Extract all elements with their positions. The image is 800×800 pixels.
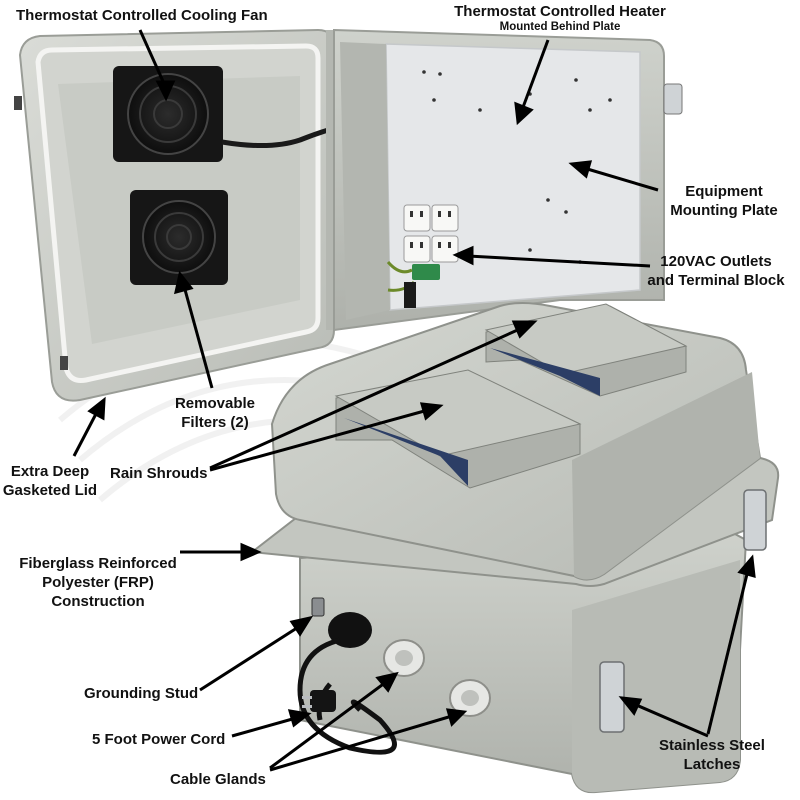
label-latches-1: Stainless Steel (659, 737, 765, 754)
label-filters-1: Removable (174, 395, 256, 412)
removable-filter (130, 190, 228, 285)
label-frp-1: Fiberglass Reinforced (19, 555, 177, 572)
terminal-block (412, 264, 440, 280)
label-frp-2: Polyester (FRP) (42, 574, 154, 591)
cooling-fan (113, 66, 223, 162)
closed-enclosure (249, 302, 780, 794)
lid-latch-left-2 (60, 356, 68, 370)
label-latches: Stainless Steel Latches (650, 736, 774, 774)
label-heater: Thermostat Controlled Heater Mounted Beh… (440, 2, 680, 34)
label-equipment-plate: Equipment Mounting Plate (660, 182, 788, 220)
rain-shroud-front (334, 369, 582, 489)
label-lid: Extra Deep Gasketed Lid (2, 462, 98, 500)
open-body (333, 28, 665, 332)
mount-plate-holes (422, 70, 612, 264)
label-frp: Fiberglass Reinforced Polyester (FRP) Co… (12, 554, 184, 611)
label-equipment-plate-2: Mounting Plate (670, 202, 778, 219)
label-heater-sub: Mounted Behind Plate (499, 21, 621, 33)
label-frp-3: Construction (51, 593, 145, 610)
label-outlets-2: and Terminal Block (647, 272, 785, 289)
label-cable-glands: Cable Glands (170, 771, 266, 788)
outlets (403, 204, 459, 263)
lid-latch-left (14, 96, 22, 110)
label-latches-2: Latches (683, 756, 741, 773)
cord-grommet (404, 282, 416, 308)
label-cooling-fan: Thermostat Controlled Cooling Fan (16, 7, 268, 24)
cable-glands (383, 639, 491, 717)
label-lid-2: Gasketed Lid (2, 482, 98, 499)
grounding-stud (311, 597, 325, 617)
label-filters-2: Filters (2) (181, 414, 249, 431)
label-power-cord: 5 Foot Power Cord (92, 731, 226, 748)
latch-top (663, 83, 683, 115)
annotation-arrows (72, 29, 756, 772)
label-equipment-plate-1: Equipment (685, 183, 763, 200)
label-rain-shrouds: Rain Shrouds (110, 465, 208, 482)
label-grounding-stud: Grounding Stud (84, 685, 199, 702)
label-filters: Removable Filters (2) (160, 394, 270, 432)
label-lid-1: Extra Deep (10, 463, 90, 480)
label-heater-title: Thermostat Controlled Heater (454, 3, 666, 20)
stainless-latches (599, 489, 767, 733)
label-outlets: 120VAC Outlets and Terminal Block (636, 252, 796, 290)
label-outlets-1: 120VAC Outlets (660, 253, 772, 270)
power-cord (297, 612, 397, 755)
